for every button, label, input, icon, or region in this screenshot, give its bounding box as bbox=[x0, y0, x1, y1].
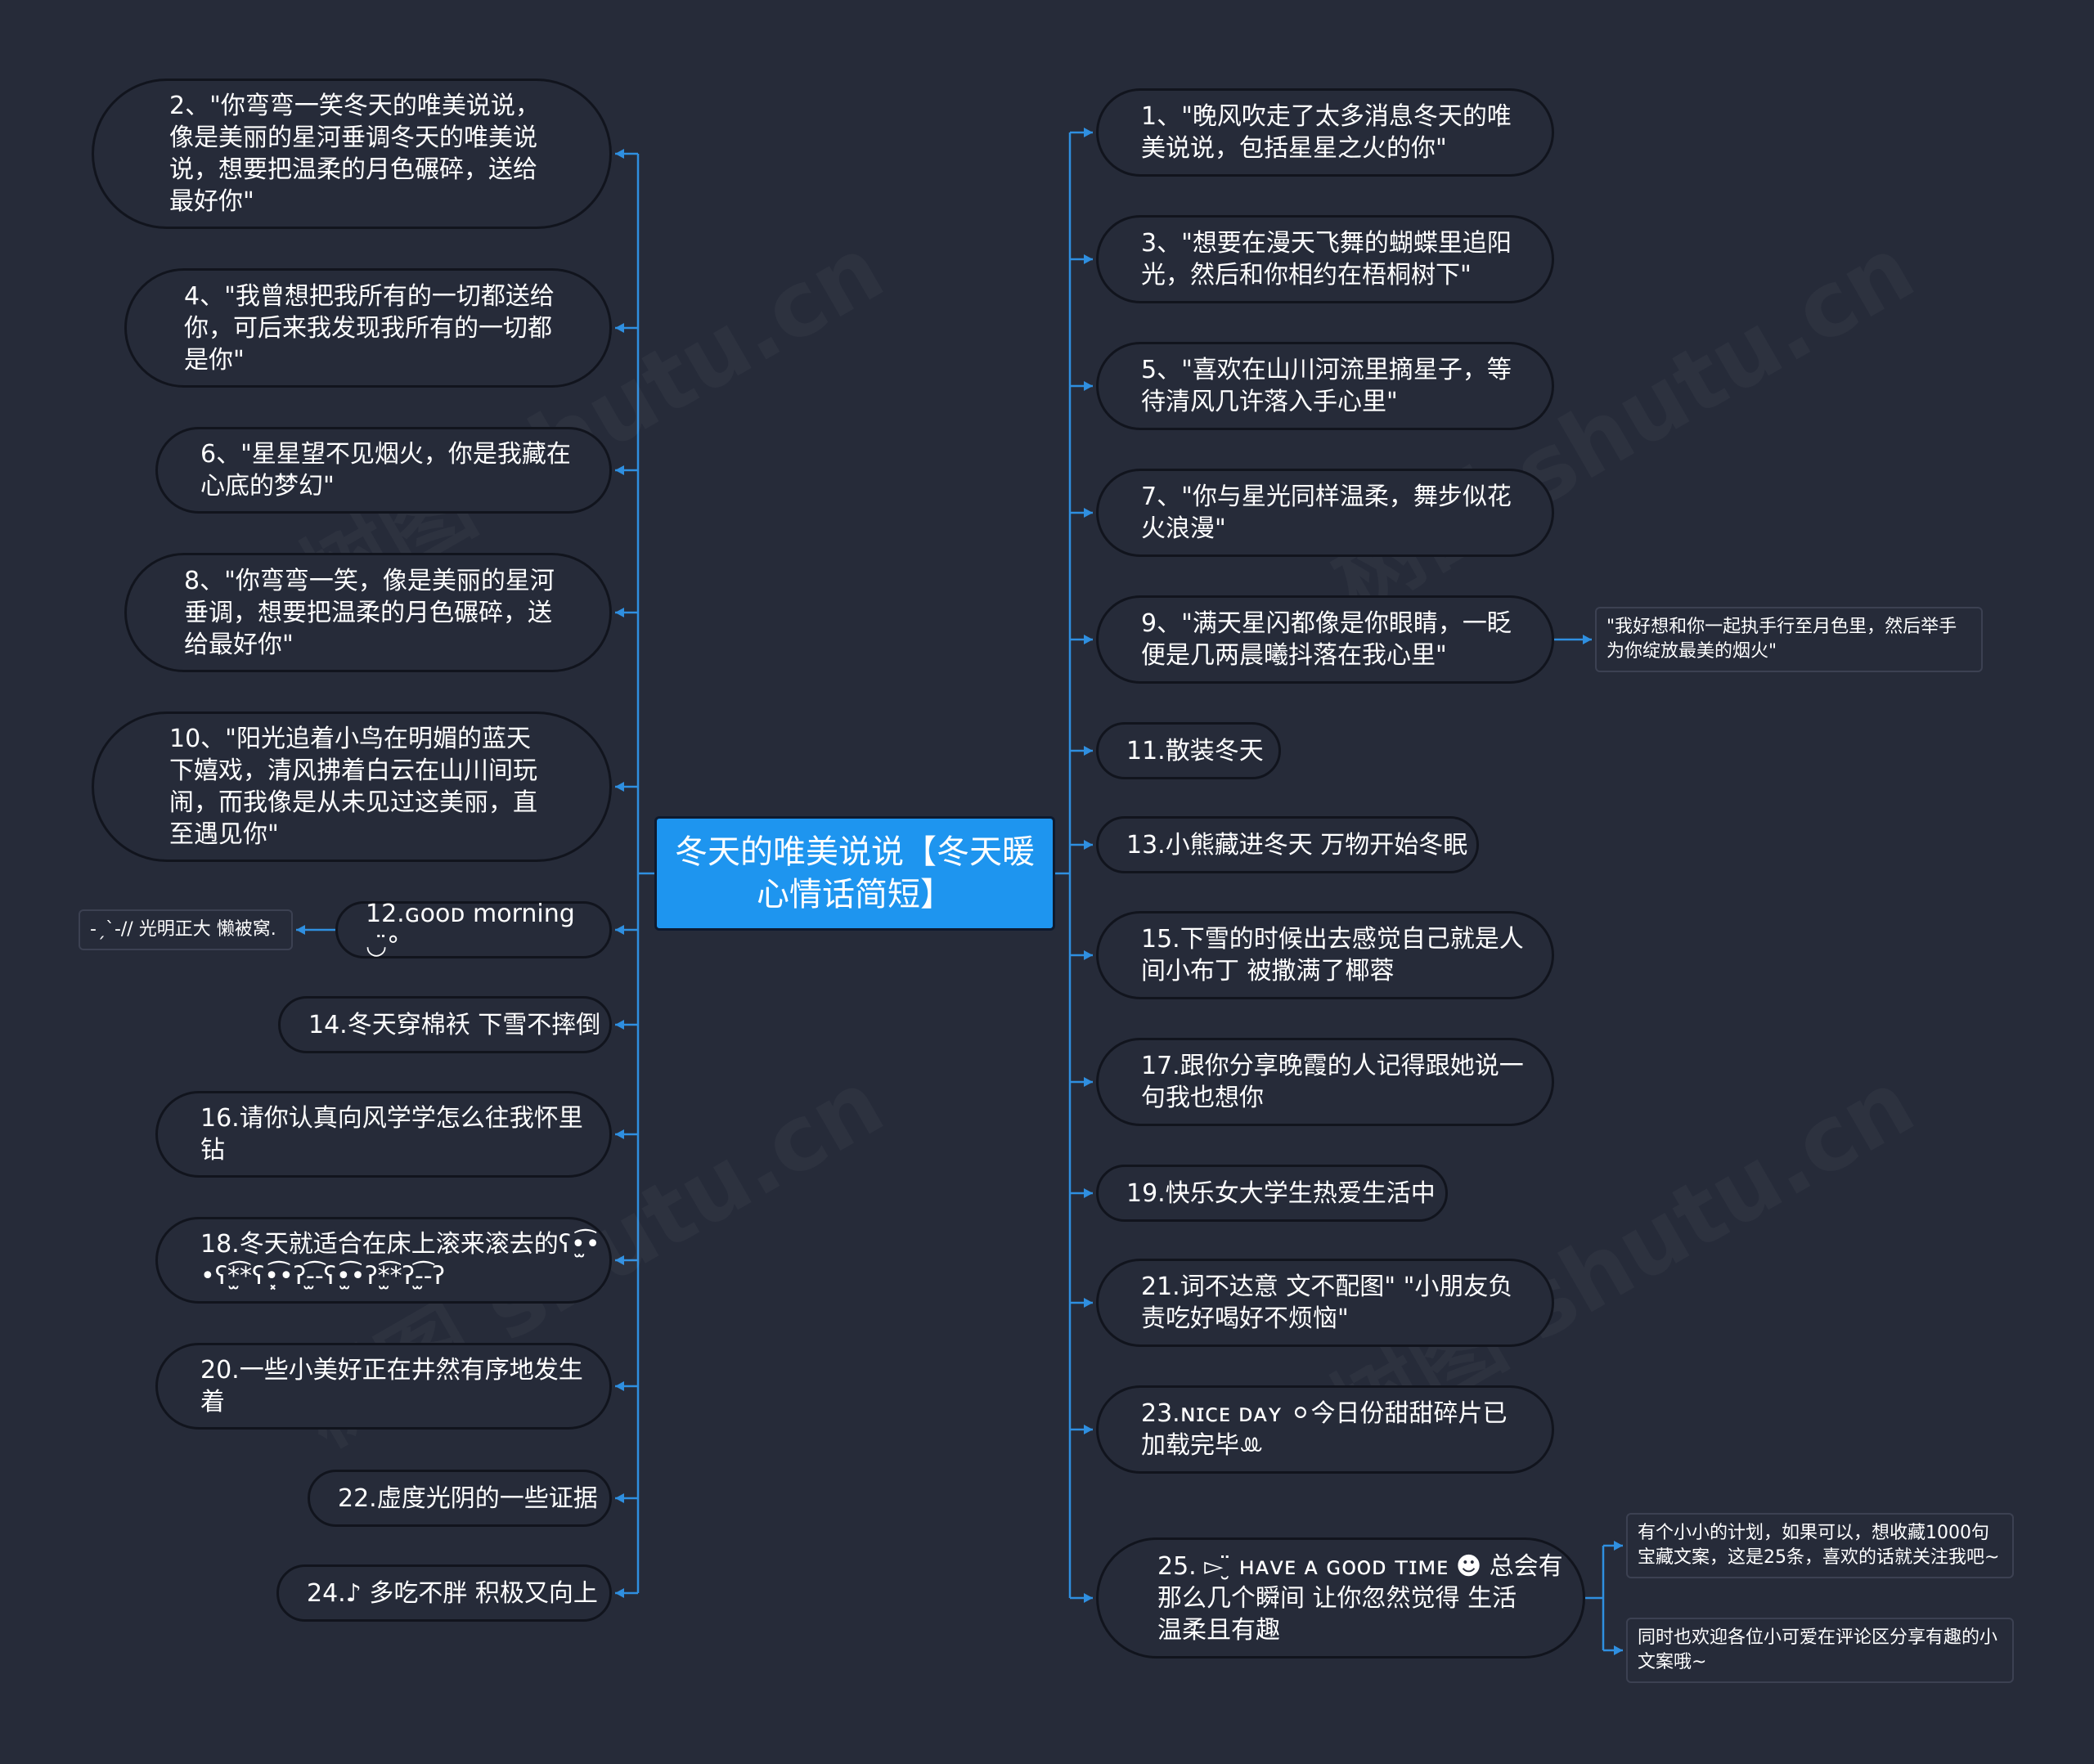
note-label: -ˏˋ-// 光明正大 懒被窝. bbox=[90, 919, 276, 940]
right-arrow bbox=[1084, 508, 1093, 518]
note-arrow bbox=[1614, 1541, 1623, 1551]
left-arrow bbox=[615, 1129, 624, 1139]
right-node-5[interactable]: 5、"喜欢在山川河流里摘星子，等 待清风几许落入手心里" bbox=[1096, 342, 1554, 430]
root-topic[interactable]: 冬天的唯美说说【冬天暖 心情话简短】 bbox=[654, 816, 1055, 931]
node-label: 5、"喜欢在山川河流里摘星子，等 待清风几许落入手心里" bbox=[1141, 356, 1512, 416]
left-node-16[interactable]: 16.请你认真向风学学怎么往我怀里 钻 bbox=[155, 1091, 612, 1178]
node-label: 13.小熊藏进冬天 万物开始冬眠 bbox=[1126, 830, 1468, 860]
left-arrow bbox=[615, 1588, 624, 1598]
right-arrow bbox=[1084, 746, 1093, 756]
right-node-23[interactable]: 23.ɴɪᴄᴇ ᴅᴀʏ ⚪今日份甜甜碎片已 加载完毕ꔛ bbox=[1096, 1385, 1554, 1474]
right-arrow bbox=[1084, 950, 1093, 960]
left-node-18[interactable]: 18.冬天就适合在床上滚来滚去的ʕ•̫͡• •ʕ*̫͡*ʕ•͓͡•ʔ-̫͡-ʕ•… bbox=[155, 1217, 612, 1304]
left-arrow bbox=[615, 1493, 624, 1503]
left-node-14[interactable]: 14.冬天穿棉袄 下雪不摔倒 bbox=[278, 996, 612, 1053]
right-arrow bbox=[1084, 1077, 1093, 1087]
right-node-1[interactable]: 1、"晚风吹走了太多消息冬天的唯 美说说，包括星星之火的你" bbox=[1096, 88, 1554, 177]
right-arrow bbox=[1084, 1188, 1093, 1198]
left-node-12[interactable]: 12.ɢᴏᴏᴅ morning ◡̈° bbox=[335, 900, 612, 960]
left-node-22[interactable]: 22.虚度光阴的一些证据 bbox=[308, 1470, 612, 1527]
node-label: 19.快乐女大学生热爱生活中 bbox=[1126, 1178, 1436, 1208]
right-node-25-note-a[interactable]: 有个小小的计划，如果可以，想收藏1000句 宝藏文案，这是25条，喜欢的话就关注… bbox=[1626, 1513, 2014, 1578]
left-node-24[interactable]: 24.♪ 多吃不胖 积极又向上 bbox=[276, 1564, 612, 1622]
right-node-19[interactable]: 19.快乐女大学生热爱生活中 bbox=[1096, 1165, 1448, 1222]
node-label: 23.ɴɪᴄᴇ ᴅᴀʏ ⚪今日份甜甜碎片已 加载完毕ꔛ bbox=[1141, 1399, 1508, 1460]
left-arrow bbox=[615, 323, 624, 333]
note-label: "我好想和你一起执手行至月色里，然后举手 为你绽放最美的烟火" bbox=[1606, 617, 1957, 662]
right-arrow bbox=[1084, 1593, 1093, 1603]
left-node-12-note[interactable]: -ˏˋ-// 光明正大 懒被窝. bbox=[79, 909, 293, 950]
right-node-25-note-b[interactable]: 同时也欢迎各位小可爱在评论区分享有趣的小 文案哦~ bbox=[1626, 1618, 2014, 1683]
left-node-2[interactable]: 2、"你弯弯一笑冬天的唯美说说， 像是美丽的星河垂调冬天的唯美说 说，想要把温柔… bbox=[92, 79, 612, 229]
right-node-3[interactable]: 3、"想要在漫天飞舞的蝴蝶里追阳 光，然后和你相约在梧桐树下" bbox=[1096, 215, 1554, 303]
node-label: 24.♪ 多吃不胖 积极又向上 bbox=[307, 1578, 598, 1608]
node-label: 17.跟你分享晚霞的人记得跟她说一 句我也想你 bbox=[1141, 1052, 1524, 1112]
node-label: 20.一些小美好正在井然有序地发生 着 bbox=[200, 1356, 583, 1416]
node-label: 3、"想要在漫天飞舞的蝴蝶里追阳 光，然后和你相约在梧桐树下" bbox=[1141, 229, 1512, 290]
note-arrow bbox=[1583, 635, 1592, 644]
node-label: 22.虚度光阴的一些证据 bbox=[338, 1483, 598, 1513]
right-node-15[interactable]: 15.下雪的时候出去感觉自己就是人 间小布丁 被撒满了椰蓉 bbox=[1096, 911, 1554, 999]
right-node-9-note[interactable]: "我好想和你一起执手行至月色里，然后举手 为你绽放最美的烟火" bbox=[1595, 607, 1983, 672]
node-label: 8、"你弯弯一笑，像是美丽的星河 垂调，想要把温柔的月色碾碎，送 给最好你" bbox=[184, 566, 555, 659]
right-arrow bbox=[1084, 381, 1093, 391]
node-label: 18.冬天就适合在床上滚来滚去的ʕ•̫͡• •ʕ*̫͡*ʕ•͓͡•ʔ-̫͡-ʕ•… bbox=[200, 1230, 600, 1290]
right-node-13[interactable]: 13.小熊藏进冬天 万物开始冬眠 bbox=[1096, 816, 1479, 873]
node-label: 11.散装冬天 bbox=[1126, 736, 1264, 765]
node-label: 4、"我曾想把我所有的一切都送给 你，可后来我发现我所有的一切都 是你" bbox=[184, 281, 555, 375]
right-arrow bbox=[1084, 1298, 1093, 1308]
right-node-25[interactable]: 25. ▻ ̮̈ ʜᴀᴠᴇ ᴀ ɢᴏᴏᴅ ᴛɪᴍᴇ ☻ 总会有 那么几个瞬间 让… bbox=[1096, 1537, 1585, 1659]
left-node-10[interactable]: 10、"阳光追着小鸟在明媚的蓝天 下嬉戏，清风拂着白云在山川间玩 闹，而我像是从… bbox=[92, 711, 612, 862]
right-node-17[interactable]: 17.跟你分享晚霞的人记得跟她说一 句我也想你 bbox=[1096, 1038, 1554, 1126]
node-label: 10、"阳光追着小鸟在明媚的蓝天 下嬉戏，清风拂着白云在山川间玩 闹，而我像是从… bbox=[169, 725, 537, 849]
left-arrow bbox=[615, 608, 624, 617]
root-topic-label: 冬天的唯美说说【冬天暖 心情话简短】 bbox=[675, 833, 1035, 913]
node-label: 12.ɢᴏᴏᴅ morning ◡̈° bbox=[366, 900, 575, 960]
node-label: 25. ▻ ̮̈ ʜᴀᴠᴇ ᴀ ɢᴏᴏᴅ ᴛɪᴍᴇ ☻ 总会有 那么几个瞬间 让… bbox=[1157, 1551, 1563, 1645]
left-arrow bbox=[615, 1255, 624, 1265]
node-label: 21.词不达意 文不配图" "小朋友负 责吃好喝好不烦恼" bbox=[1141, 1273, 1513, 1333]
node-label: 14.冬天穿棉袄 下雪不摔倒 bbox=[308, 1010, 601, 1039]
note-arrow bbox=[296, 925, 305, 935]
left-node-8[interactable]: 8、"你弯弯一笑，像是美丽的星河 垂调，想要把温柔的月色碾碎，送 给最好你" bbox=[124, 553, 612, 672]
left-arrow bbox=[615, 782, 624, 792]
node-label: 2、"你弯弯一笑冬天的唯美说说， 像是美丽的星河垂调冬天的唯美说 说，想要把温柔… bbox=[169, 92, 540, 216]
note-arrow bbox=[1614, 1645, 1623, 1655]
right-node-21[interactable]: 21.词不达意 文不配图" "小朋友负 责吃好喝好不烦恼" bbox=[1096, 1259, 1554, 1347]
right-arrow bbox=[1084, 635, 1093, 644]
left-arrow bbox=[615, 465, 624, 475]
right-arrow bbox=[1084, 128, 1093, 137]
node-label: 6、"星星望不见烟火，你是我藏在 心底的梦幻" bbox=[200, 440, 571, 500]
node-label: 9、"满天星闪都像是你眼睛，一眨 便是几两晨曦抖落在我心里" bbox=[1141, 609, 1512, 670]
left-node-4[interactable]: 4、"我曾想把我所有的一切都送给 你，可后来我发现我所有的一切都 是你" bbox=[124, 268, 612, 388]
node-label: 7、"你与星光同样温柔，舞步似花 火浪漫" bbox=[1141, 483, 1512, 543]
right-node-11[interactable]: 11.散装冬天 bbox=[1096, 722, 1281, 779]
node-label: 1、"晚风吹走了太多消息冬天的唯 美说说，包括星星之火的你" bbox=[1141, 102, 1512, 163]
note-label: 同时也欢迎各位小可爱在评论区分享有趣的小 文案哦~ bbox=[1638, 1627, 1998, 1672]
right-arrow bbox=[1084, 254, 1093, 264]
node-label: 15.下雪的时候出去感觉自己就是人 间小布丁 被撒满了椰蓉 bbox=[1141, 925, 1524, 985]
node-label: 16.请你认真向风学学怎么往我怀里 钻 bbox=[200, 1104, 583, 1165]
right-arrow bbox=[1084, 840, 1093, 850]
left-arrow bbox=[615, 149, 624, 159]
left-node-20[interactable]: 20.一些小美好正在井然有序地发生 着 bbox=[155, 1343, 612, 1430]
right-node-9[interactable]: 9、"满天星闪都像是你眼睛，一眨 便是几两晨曦抖落在我心里" bbox=[1096, 595, 1554, 684]
left-arrow bbox=[615, 1020, 624, 1030]
note-label: 有个小小的计划，如果可以，想收藏1000句 宝藏文案，这是25条，喜欢的话就关注… bbox=[1638, 1523, 2000, 1568]
left-arrow bbox=[615, 925, 624, 935]
left-node-6[interactable]: 6、"星星望不见烟火，你是我藏在 心底的梦幻" bbox=[155, 427, 612, 514]
left-arrow bbox=[615, 1381, 624, 1391]
right-node-7[interactable]: 7、"你与星光同样温柔，舞步似花 火浪漫" bbox=[1096, 469, 1554, 557]
right-arrow bbox=[1084, 1425, 1093, 1434]
